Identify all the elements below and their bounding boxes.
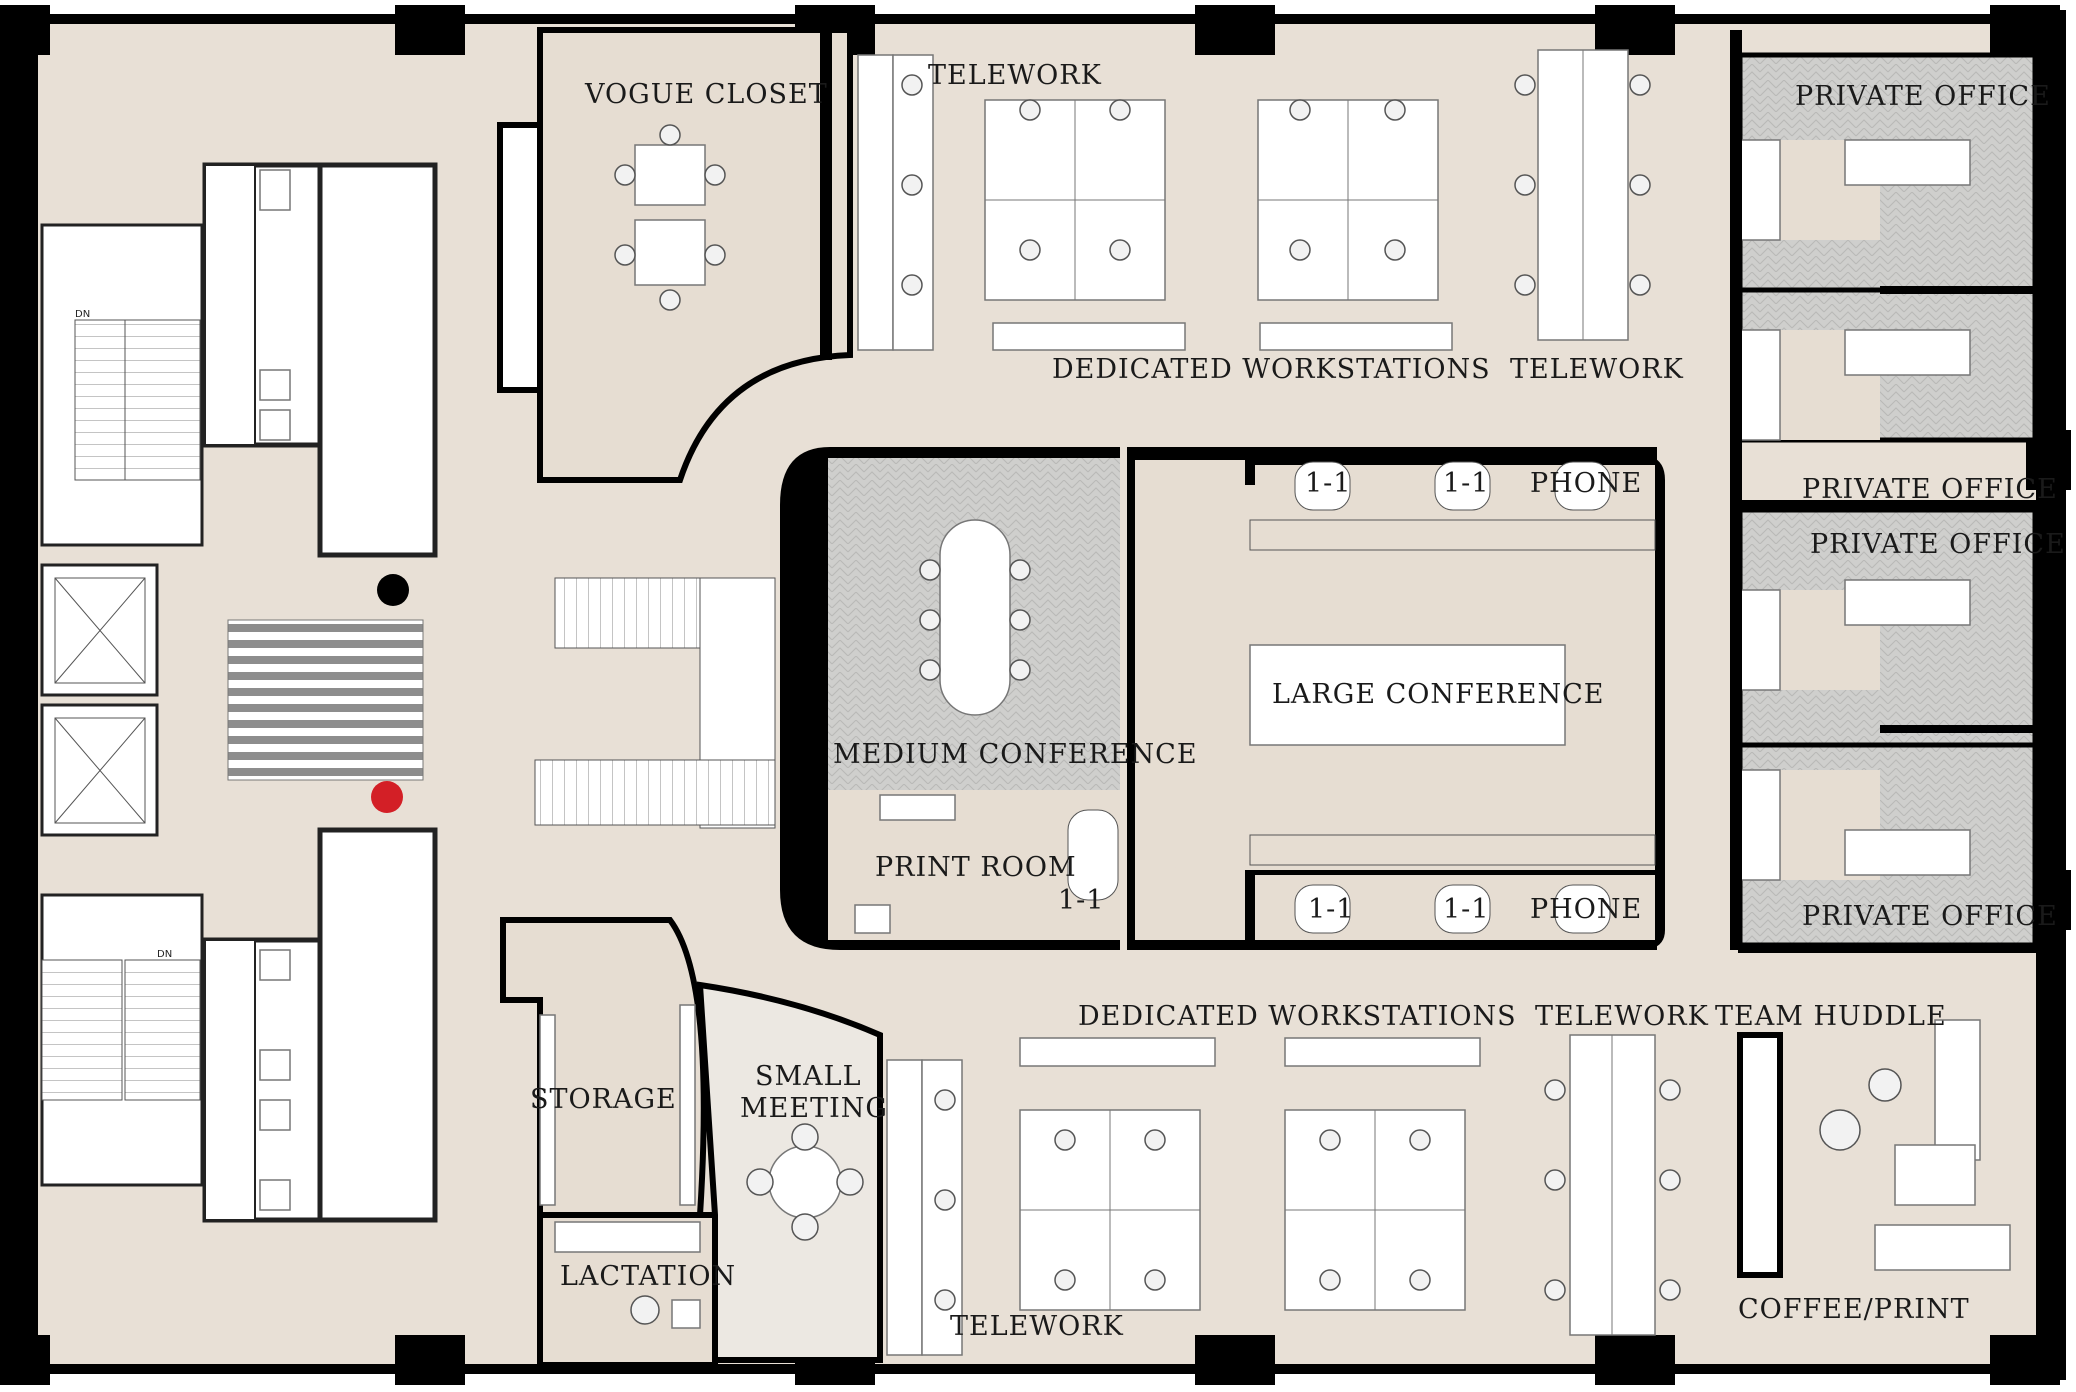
label-small-meeting-2: MEETING	[740, 1093, 888, 1124]
label-small-meeting-1: SMALL	[755, 1061, 862, 1092]
one-one-rooms	[1067, 461, 1611, 934]
label-telework-bottom: TELEWORK	[950, 1311, 1124, 1342]
label-phone-top: PHONE	[1530, 468, 1642, 499]
label-dedicated-top: DEDICATED WORKSTATIONS	[1052, 354, 1491, 385]
telework-top-desks	[857, 54, 934, 351]
exterior-walls	[0, 5, 2071, 1385]
small-meeting-room	[696, 981, 883, 1363]
label-phone-bottom: PHONE	[1530, 894, 1642, 925]
stair-dn-top: DN	[75, 309, 90, 320]
telework-bottom-right-desks	[1544, 1034, 1681, 1336]
medium-conference-table	[919, 519, 1031, 716]
label-one-one-5: 1-1	[1443, 894, 1489, 925]
label-one-one-3: 1-1	[1058, 885, 1104, 916]
label-one-one-2: 1-1	[1443, 468, 1489, 499]
central-stair	[534, 577, 776, 829]
label-private-office-1: PRIVATE OFFICE	[1795, 81, 2051, 112]
private-offices	[1737, 52, 2038, 948]
telework-top-right-desks	[1514, 49, 1651, 341]
interior-walls	[820, 30, 2038, 953]
stair-dn-bottom: DN	[157, 949, 172, 960]
label-coffee-print: COFFEE/PRINT	[1738, 1294, 1970, 1325]
marker-black	[377, 574, 409, 606]
label-large-conference: LARGE CONFERENCE	[1272, 679, 1605, 710]
core-left	[40, 162, 438, 1223]
label-private-office-3: PRIVATE OFFICE	[1810, 529, 2066, 560]
label-telework-top-right: TELEWORK	[1510, 354, 1684, 385]
team-huddle-area	[1737, 1019, 2011, 1278]
label-one-one-1: 1-1	[1305, 468, 1351, 499]
telework-bottom-desks	[886, 1059, 963, 1356]
marker-red	[371, 781, 403, 813]
label-print-room: PRINT ROOM	[875, 852, 1077, 883]
label-vogue-closet: VOGUE CLOSET	[584, 79, 828, 110]
label-telework-bottom-right: TELEWORK	[1535, 1001, 1709, 1032]
dedicated-bottom-desks	[1019, 1037, 1481, 1311]
dedicated-top-desks	[984, 99, 1453, 351]
label-telework-top: TELEWORK	[928, 60, 1102, 91]
label-team-huddle: TEAM HUDDLE	[1715, 1001, 1947, 1032]
label-storage: STORAGE	[530, 1084, 677, 1115]
label-private-office-4: PRIVATE OFFICE	[1802, 901, 2058, 932]
print-room-details	[854, 794, 956, 934]
label-dedicated-bottom: DEDICATED WORKSTATIONS	[1078, 1001, 1517, 1032]
label-lactation: LACTATION	[560, 1261, 736, 1292]
vogue-closet-room	[497, 27, 853, 483]
label-one-one-4: 1-1	[1308, 894, 1354, 925]
label-private-office-2: PRIVATE OFFICE	[1802, 474, 2058, 505]
label-medium-conference: MEDIUM CONFERENCE	[833, 739, 1198, 770]
